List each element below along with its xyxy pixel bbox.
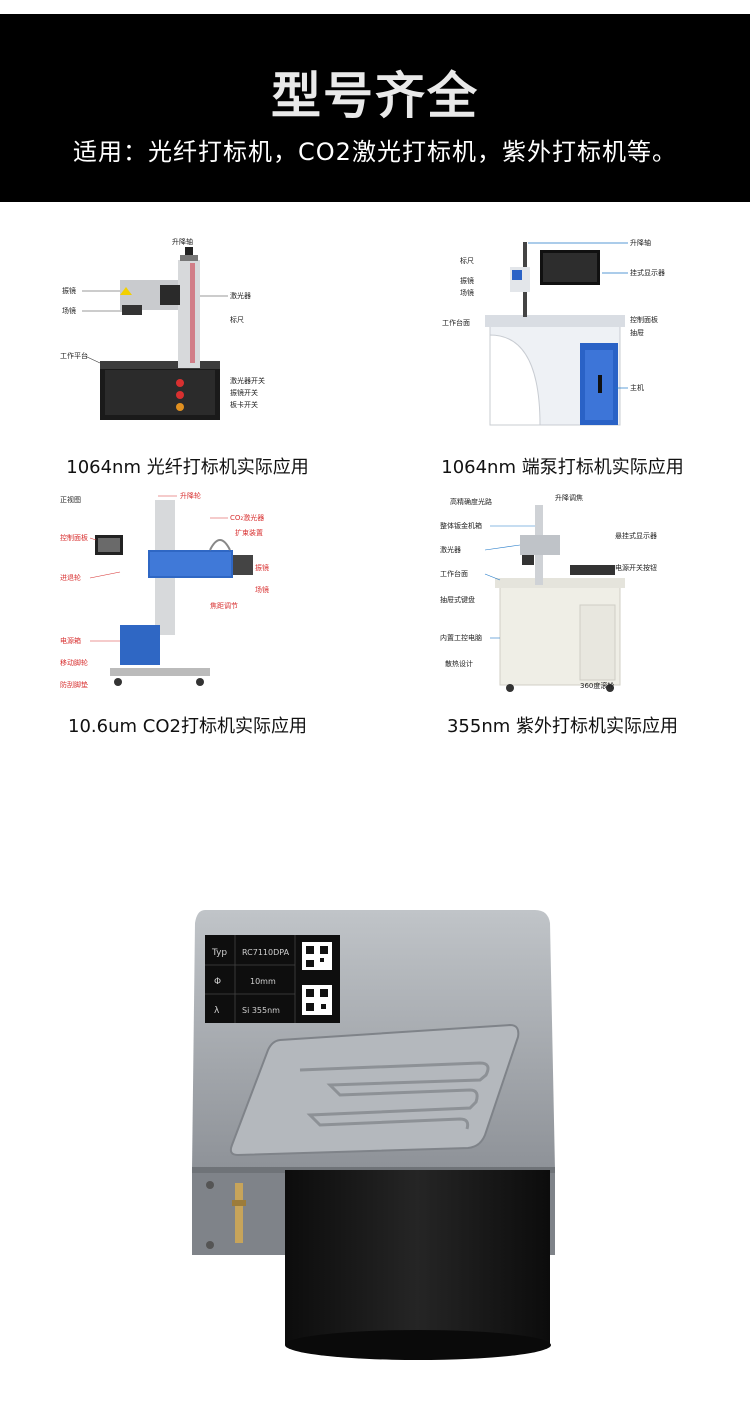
hero-banner: 型号齐全 适用：光纤打标机，CO2激光打标机，紫外打标机等。 <box>0 14 750 202</box>
uv-label-keyboard: 抽屉式键盘 <box>440 595 475 604</box>
fiber-label-ruler: 标尺 <box>230 315 244 324</box>
endpump-label-lift: 升降轴 <box>630 238 651 247</box>
fiber-caption: 1064nm 光纤打标机实际应用 <box>66 457 309 478</box>
fiber-label-laser-switch: 激光器开关 <box>230 376 265 385</box>
endpump-label-monitor: 挂式显示器 <box>630 268 665 277</box>
co2-label-front: 正视图 <box>60 495 81 504</box>
fiber-label-card-switch: 板卡开关 <box>230 400 258 409</box>
machine-card-co2: 正视图 升降轮 CO₂激光器 控制面板 扩束装置 进退轮 振镜 场镜 焦距调节 … <box>0 490 375 745</box>
uv-label-cooling: 散热设计 <box>445 659 473 668</box>
endpump-caption: 1064nm 端泵打标机实际应用 <box>441 457 684 478</box>
plate-val-type: RC7110DPA <box>242 948 290 957</box>
endpump-laser-machine-image: 升降轴 标尺 振镜 场镜 挂式显示器 工作台面 控制面板 抽屉 主机 <box>442 238 665 426</box>
galvo-head-product-image: Typ RC7110DPA Φ 10mm λ Si 355nm <box>192 910 555 1360</box>
co2-label-focus: 焦距调节 <box>210 601 238 610</box>
co2-label-expander: 扩束装置 <box>235 528 263 537</box>
endpump-label-ruler: 标尺 <box>460 256 474 265</box>
uv-label-wheels: 360度滚轮 <box>580 681 614 690</box>
fiber-laser-machine-image: 升降轴 振镜 场镜 激光器 标尺 工作平台 激光器开关 振镜开关 板卡开关 <box>60 237 265 420</box>
fiber-label-lift: 升降轴 <box>172 237 193 246</box>
fiber-label-galvo-switch: 振镜开关 <box>230 388 258 397</box>
plate-key-diameter: Φ <box>214 977 221 987</box>
co2-label-power: 电源箱 <box>60 636 81 645</box>
page-subtitle: 适用：光纤打标机，CO2激光打标机，紫外打标机等。 <box>73 138 677 166</box>
co2-label-galvo: 振镜 <box>255 563 269 572</box>
co2-caption: 10.6um CO2打标机实际应用 <box>68 716 307 737</box>
fiber-label-laser: 激光器 <box>230 291 251 300</box>
machine-card-fiber: 升降轴 振镜 场镜 激光器 标尺 工作平台 激光器开关 振镜开关 板卡开关 10… <box>0 225 375 480</box>
uv-label-power-button: 电源开关按钮 <box>615 563 657 572</box>
fiber-label-table: 工作平台 <box>60 351 88 360</box>
co2-laser-machine-image: 正视图 升降轮 CO₂激光器 控制面板 扩束装置 进退轮 振镜 场镜 焦距调节 … <box>60 491 269 689</box>
product-spec-plate: Typ RC7110DPA Φ 10mm λ Si 355nm <box>205 935 332 1023</box>
uv-caption: 355nm 紫外打标机实际应用 <box>446 716 679 737</box>
endpump-label-lens: 场镜 <box>460 288 474 297</box>
endpump-label-table: 工作台面 <box>442 318 470 327</box>
uv-label-table: 工作台面 <box>440 569 468 578</box>
co2-label-lens: 场镜 <box>255 585 269 594</box>
plate-val-diameter: 10mm <box>250 977 276 986</box>
uv-label-laser: 激光器 <box>440 545 461 554</box>
co2-label-pads: 防刮脚垫 <box>60 680 88 689</box>
uv-label-lift: 升降调焦 <box>555 493 583 502</box>
endpump-label-drawer: 抽屉 <box>630 328 644 337</box>
cooling-fin-plate <box>229 1023 520 1157</box>
endpump-label-panel: 控制面板 <box>630 315 658 324</box>
endpump-label-host: 主机 <box>630 383 644 392</box>
co2-label-lift: 升降轮 <box>180 491 201 500</box>
plate-key-type: Typ <box>211 948 227 958</box>
fiber-label-lens: 场镜 <box>62 306 76 315</box>
machine-card-endpump: 升降轴 标尺 振镜 场镜 挂式显示器 工作台面 控制面板 抽屉 主机 1064n… <box>375 225 750 480</box>
uv-label-sheet: 整体钣金机箱 <box>440 521 482 530</box>
co2-label-feed: 进退轮 <box>60 573 81 582</box>
fiber-label-galvo: 振镜 <box>62 286 76 295</box>
uv-label-pc: 内置工控电脑 <box>440 633 482 642</box>
endpump-label-galvo: 振镜 <box>460 276 474 285</box>
uv-laser-machine-image: 高精确度光路 升降调焦 整体钣金机箱 悬挂式显示器 激光器 工作台面 电源开关按… <box>440 493 657 692</box>
plate-val-wavelength: Si 355nm <box>242 1006 280 1015</box>
co2-label-panel: 控制面板 <box>60 533 88 542</box>
uv-label-optics: 高精确度光路 <box>450 497 492 506</box>
page-title: 型号齐全 <box>271 67 479 125</box>
uv-label-monitor: 悬挂式显示器 <box>615 531 657 540</box>
co2-label-laser: CO₂激光器 <box>230 513 264 522</box>
machine-card-uv: 高精确度光路 升降调焦 整体钣金机箱 悬挂式显示器 激光器 工作台面 电源开关按… <box>375 490 750 745</box>
plate-key-wavelength: λ <box>214 1006 220 1016</box>
co2-label-wheels: 移动脚轮 <box>60 658 88 667</box>
